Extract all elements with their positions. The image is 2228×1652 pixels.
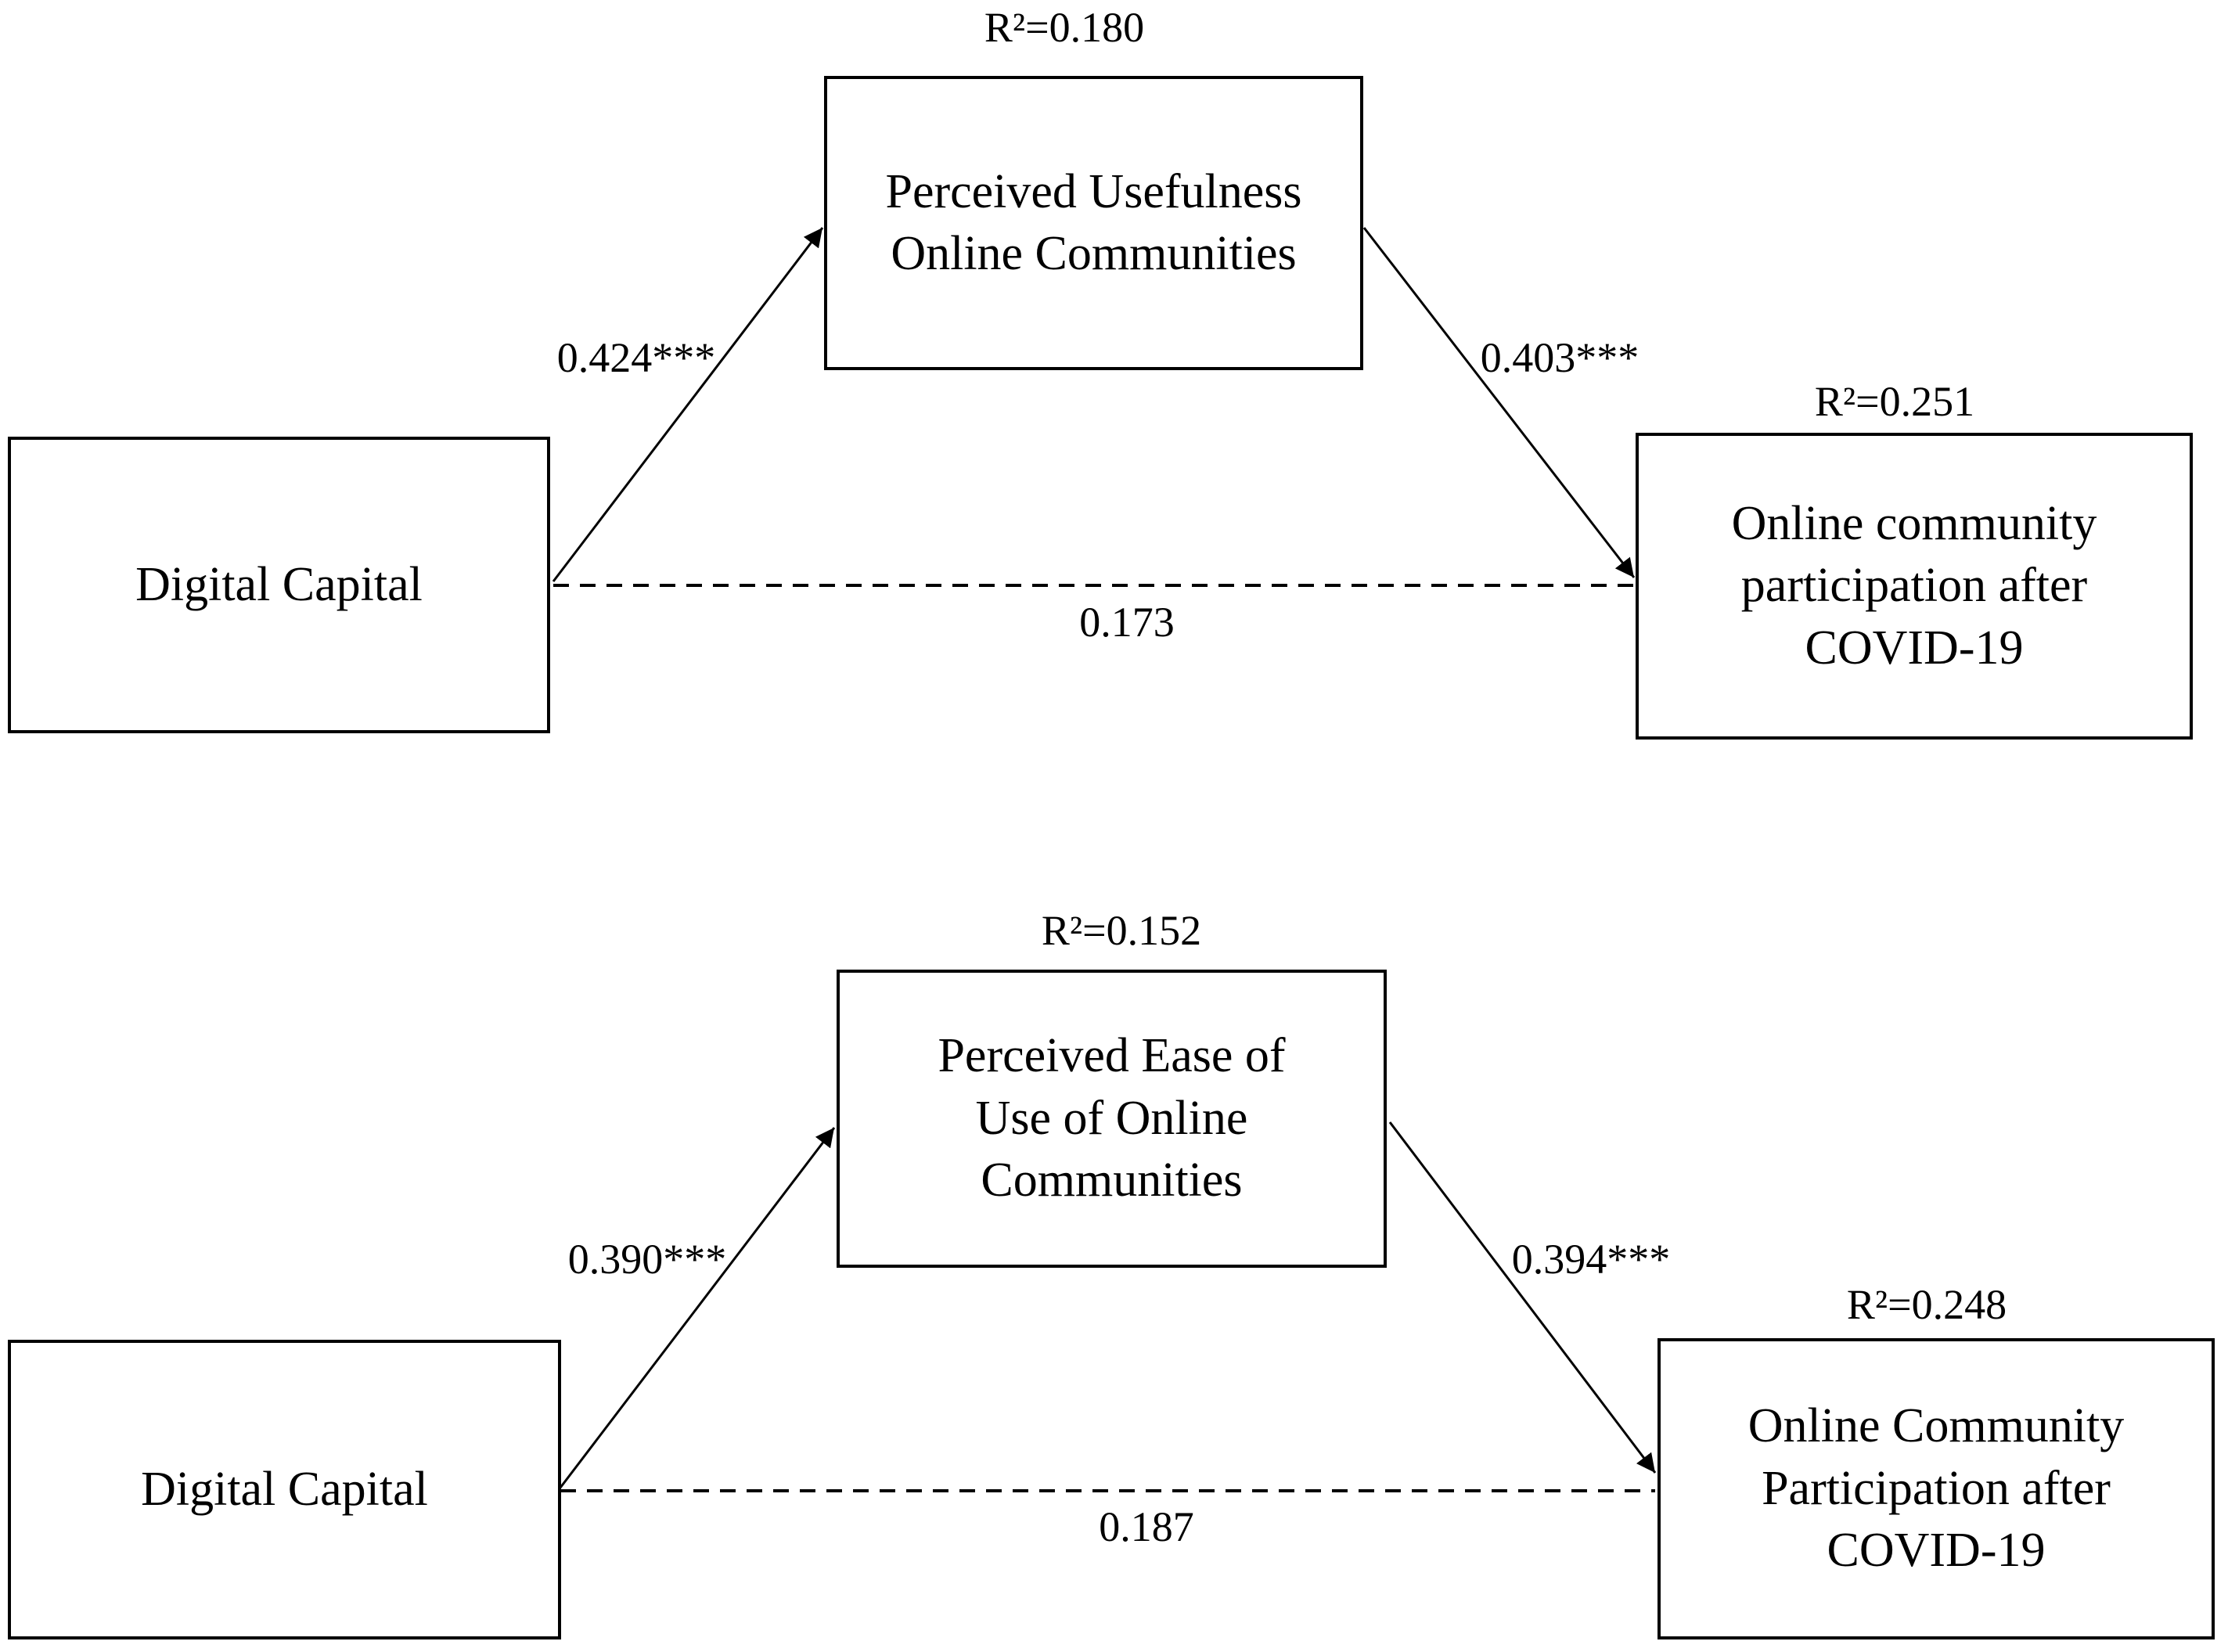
arrow-perceived-usefulness-to-participation	[1362, 227, 1636, 578]
arrow-digital-capital-to-perceived-usefulness	[552, 227, 824, 582]
coefficient-digital-capital-to-usefulness: 0.424***	[556, 334, 716, 381]
r2-label-perceived-ease: R²=0.152	[1041, 907, 1202, 954]
node-label-perceived-ease-of-use: Perceived Ease of Use of Online Communit…	[938, 1029, 1286, 1208]
node-perceived-ease-of-use: Perceived Ease of Use of Online Communit…	[837, 970, 1387, 1268]
coefficient-ease-to-participation: 0.394***	[1511, 1236, 1671, 1283]
node-label-perceived-usefulness: Perceived Usefulness Online Communities	[885, 164, 1302, 280]
node-label-participation-bottom: Online Community Participation after COV…	[1747, 1399, 2125, 1578]
node-digital-capital-bottom: Digital Capital	[8, 1340, 561, 1639]
coefficient-digital-capital-to-ease: 0.390***	[567, 1236, 727, 1283]
coefficient-direct-effect-bottom: 0.187	[1099, 1503, 1194, 1550]
node-label-participation-top: Online community participation after COV…	[1731, 496, 2097, 675]
arrow-perceived-ease-to-participation	[1388, 1121, 1657, 1474]
coefficient-usefulness-to-participation: 0.403***	[1480, 334, 1640, 381]
node-digital-capital-top: Digital Capital	[8, 437, 550, 733]
node-participation-top: Online community participation after COV…	[1636, 433, 2193, 740]
node-perceived-usefulness: Perceived Usefulness Online Communities	[824, 76, 1363, 370]
node-label-digital-capital-bottom: Digital Capital	[141, 1462, 428, 1516]
node-label-digital-capital-top: Digital Capital	[135, 557, 423, 611]
node-participation-bottom: Online Community Participation after COV…	[1658, 1338, 2215, 1639]
r2-label-participation-bottom: R²=0.248	[1846, 1281, 2007, 1328]
arrow-digital-capital-to-perceived-ease	[559, 1127, 836, 1488]
r2-label-perceived-usefulness: R²=0.180	[984, 4, 1145, 51]
coefficient-direct-effect-top: 0.173	[1079, 599, 1175, 646]
r2-label-participation-top: R²=0.251	[1814, 378, 1975, 425]
